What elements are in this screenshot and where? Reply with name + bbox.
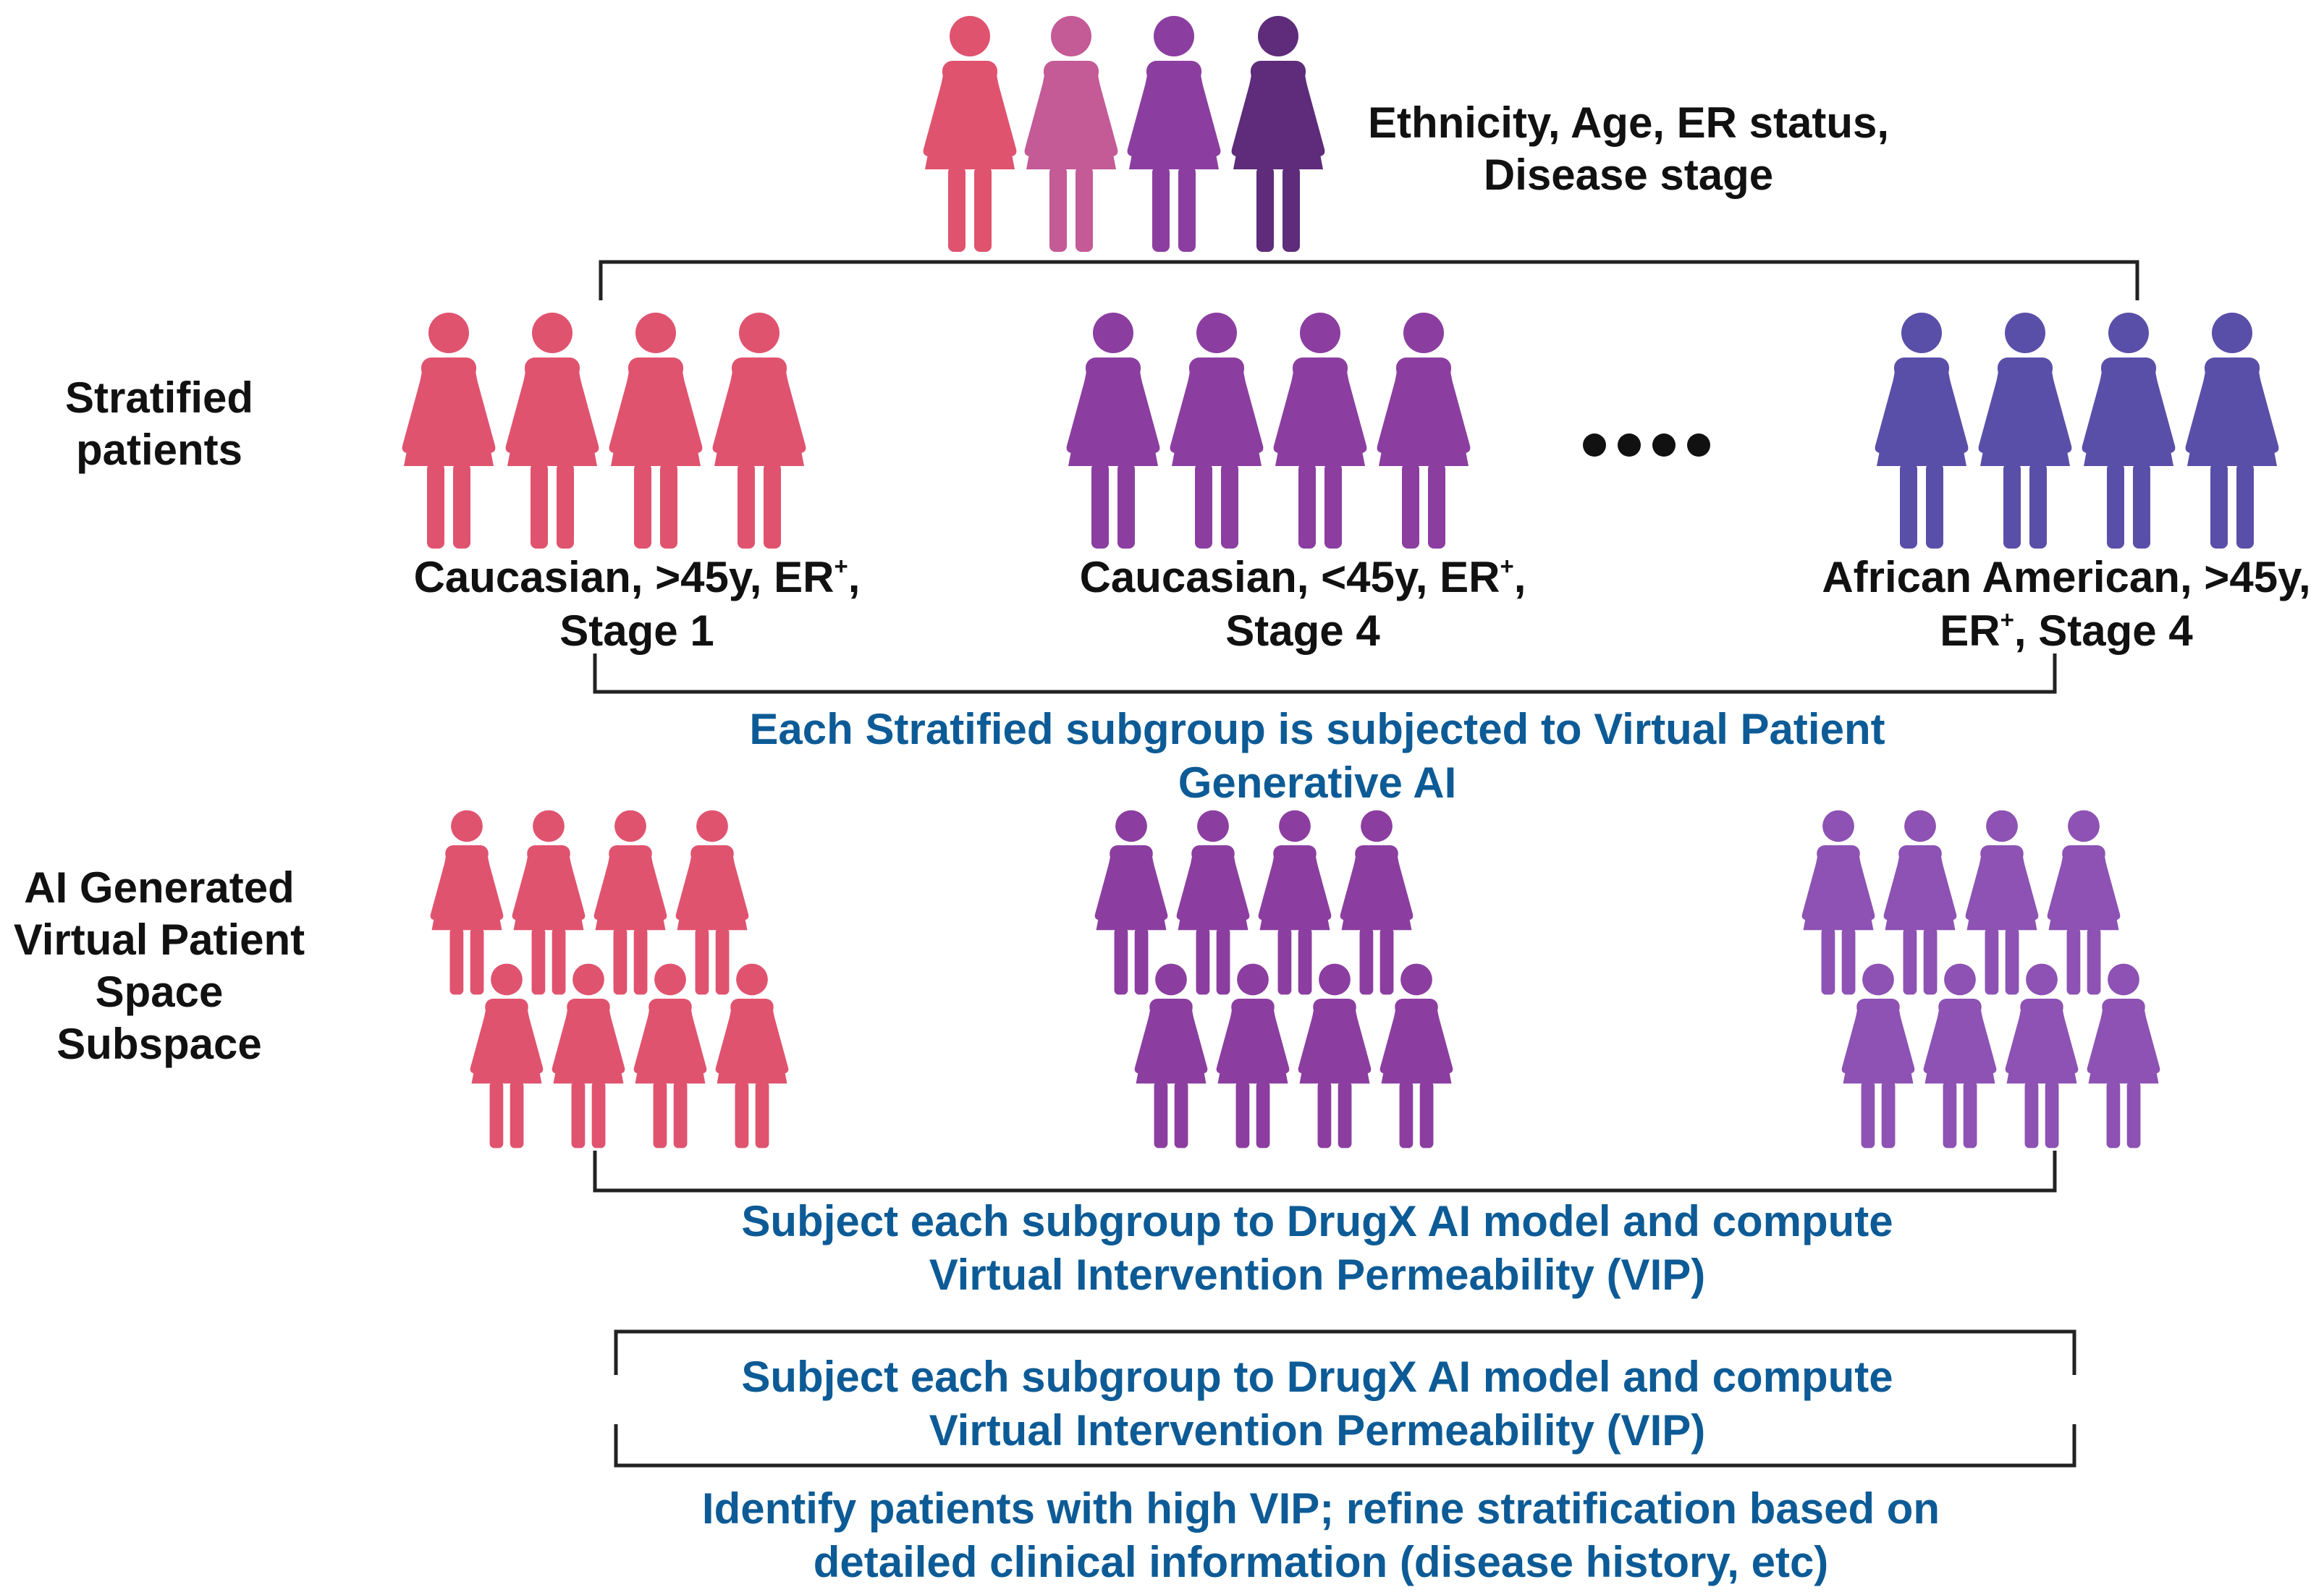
woman-figure-icon xyxy=(2082,313,2176,549)
ellipsis-dots xyxy=(1583,433,1710,457)
woman-figure-icon xyxy=(609,313,703,549)
woman-figure-icon xyxy=(675,810,749,995)
woman-figure-icon xyxy=(593,810,667,995)
woman-figure-icon xyxy=(1176,810,1250,995)
identify-high-vip-text: Identify patients with high VIP; refine … xyxy=(701,1484,1940,1586)
stratified-patients-label: Stratified patients xyxy=(64,373,254,474)
woman-figure-icon xyxy=(1170,313,1264,549)
woman-figure-icon xyxy=(1066,313,1160,549)
woman-figure-icon xyxy=(505,313,599,549)
woman-figure-icon xyxy=(430,810,504,995)
bracket-stratified xyxy=(593,653,2057,694)
boxed-drugx-vip-text: Subject each subgroup to DrugX AI model … xyxy=(741,1353,1893,1455)
woman-figure-icon xyxy=(1978,313,2072,549)
woman-figure-icon xyxy=(1273,313,1367,549)
woman-figure-icon xyxy=(1024,16,1118,252)
woman-figure-icon xyxy=(1340,810,1414,995)
step-generative-ai-text: Each Stratified subgroup is subjected to… xyxy=(749,705,1885,807)
ai-generated-virtual-patient-label: AI Generated Virtual Patient Space Subsp… xyxy=(13,863,305,1068)
bracket-top xyxy=(599,260,2139,300)
bracket-virtual xyxy=(593,1151,2057,1193)
bracket-box-top xyxy=(614,1329,2076,1375)
group-label-1: Caucasian, >45y, ER+, Stage 1 xyxy=(413,552,861,655)
virtual-patient-figures xyxy=(430,810,2160,1148)
woman-figure-icon xyxy=(1965,810,2039,995)
woman-figure-icon xyxy=(923,16,1017,252)
group-label-2: Caucasian, <45y, ER+, Stage 4 xyxy=(1079,552,1526,655)
woman-figure-icon xyxy=(1801,810,1875,995)
woman-figure-icon xyxy=(1127,16,1221,252)
woman-figure-icon xyxy=(1231,16,1325,252)
woman-figure-icon xyxy=(1258,810,1332,995)
bracket-box-bottom xyxy=(614,1424,2076,1468)
woman-figure-icon xyxy=(512,810,586,995)
stratified-patient-figures xyxy=(402,313,2279,549)
woman-figure-icon xyxy=(2047,810,2121,995)
top-population-figures xyxy=(923,16,1325,252)
step-drugx-vip-text: Subject each subgroup to DrugX AI model … xyxy=(741,1197,1893,1299)
woman-figure-icon xyxy=(2185,313,2279,549)
woman-figure-icon xyxy=(712,313,806,549)
woman-figure-icon xyxy=(1377,313,1471,549)
woman-figure-icon xyxy=(1875,313,1969,549)
woman-figure-icon xyxy=(1883,810,1957,995)
top-attributes-label: Ethnicity, Age, ER status, Disease stage xyxy=(1367,98,1890,199)
group-label-3: African American, >45y, ER+, Stage 4 xyxy=(1822,553,2311,655)
woman-figure-icon xyxy=(1094,810,1168,995)
woman-figure-icon xyxy=(402,313,496,549)
